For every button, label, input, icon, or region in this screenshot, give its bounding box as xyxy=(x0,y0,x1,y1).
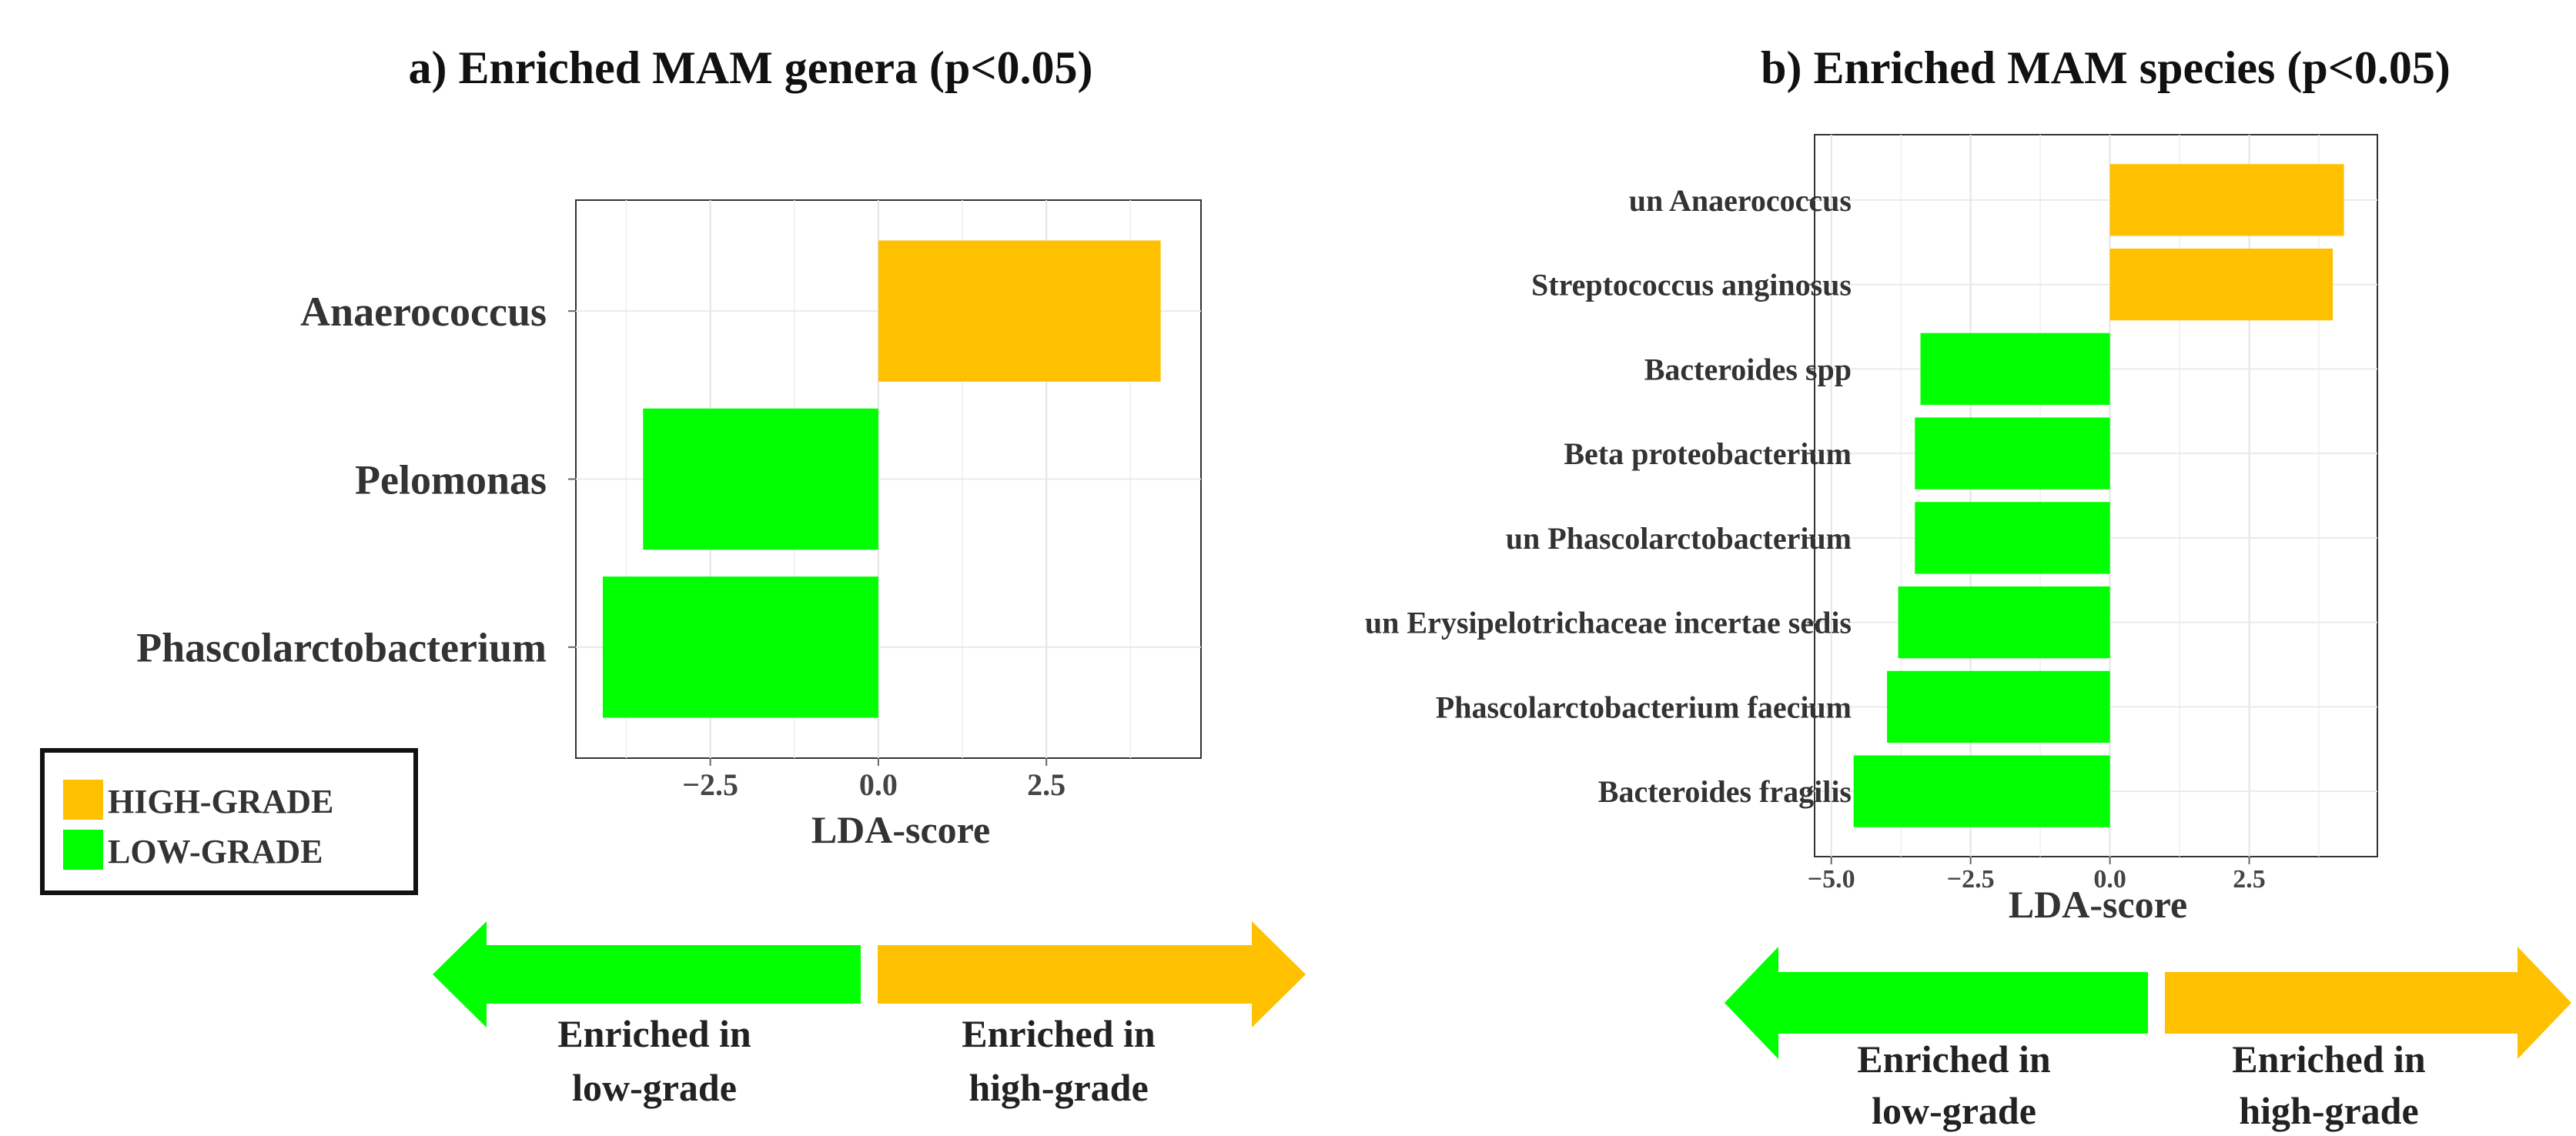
panel-b-category-label: Beta proteobacterium xyxy=(1564,436,1852,471)
panel-a-left-arrow-label-1: Enriched in xyxy=(557,1012,751,1055)
panel-a-category-label: Anaerococcus xyxy=(300,289,547,335)
panel-b-bar-2 xyxy=(2109,248,2333,321)
legend: HIGH-GRADE LOW-GRADE xyxy=(40,748,418,895)
panel-b-category-label: un Erysipelotrichaceae incertae sedis xyxy=(1365,606,1852,640)
legend-box xyxy=(40,748,418,895)
panel-a-x-tick-label: 2.5 xyxy=(1027,767,1066,802)
panel-a-x-tick-label: −2.5 xyxy=(682,767,738,802)
panel-b-left-arrow-label-1: Enriched in xyxy=(1857,1037,2051,1081)
panel-b-left-arrow-label-2: low-grade xyxy=(1872,1089,2036,1132)
panel-b-category-label: Bacteroides spp xyxy=(1644,352,1852,386)
panel-b-category-label: Phascolarctobacterium faecium xyxy=(1436,690,1852,724)
panel-b-right-arrow-label-2: high-grade xyxy=(2239,1089,2418,1132)
panel-a-category-label: Pelomonas xyxy=(355,456,547,503)
panel-b-bar-8 xyxy=(1853,755,2110,827)
panel-b-bar-1 xyxy=(2109,164,2344,236)
panel-b-bar-4 xyxy=(1915,417,2110,489)
panel-a-x-axis-label: LDA-score xyxy=(811,808,990,851)
panel-b-category-label: Streptococcus anginosus xyxy=(1531,268,1852,302)
panel-b-x-tick-label: −2.5 xyxy=(1947,865,1995,894)
panel-a-title: a) Enriched MAM genera (p<0.05) xyxy=(408,42,1092,93)
panel-a-bar-1 xyxy=(878,240,1161,382)
panel-a-right-arrow-label-1: Enriched in xyxy=(962,1012,1156,1055)
panel-b-arrows: Enriched in low-grade Enriched in high-g… xyxy=(1725,947,2571,1132)
panel-a-left-arrow xyxy=(433,921,861,1027)
panel-a-plot: AnaerococcusPelomonasPhascolarctobacteri… xyxy=(136,199,1202,802)
panel-b-title: b) Enriched MAM species (p<0.05) xyxy=(1761,42,2451,93)
panel-a-right-arrow-label-2: high-grade xyxy=(969,1066,1148,1109)
panel-b-right-arrow-label-1: Enriched in xyxy=(2232,1037,2426,1081)
panel-b-category-label: Bacteroides fragilis xyxy=(1598,774,1852,809)
panel-a-bar-2 xyxy=(643,408,878,550)
panel-a-x-tick-label: 0.0 xyxy=(859,767,898,802)
panel-b-category-label: un Phascolarctobacterium xyxy=(1506,521,1852,556)
panel-b-right-arrow xyxy=(2165,947,2571,1059)
panel-b-left-arrow xyxy=(1725,947,2148,1059)
panel-b-category-label: un Anaerococcus xyxy=(1629,183,1852,218)
panel-b-bar-3 xyxy=(1920,332,2110,406)
panel-b-bar-7 xyxy=(1887,670,2110,743)
panel-a-left-arrow-label-2: low-grade xyxy=(572,1066,737,1109)
panel-b-frame xyxy=(1814,134,2378,857)
panel-a-bar-3 xyxy=(602,576,878,718)
panel-a-category-label: Phascolarctobacterium xyxy=(136,625,547,671)
panel-b-bar-6 xyxy=(1898,586,2110,659)
legend-label-low: LOW-GRADE xyxy=(108,833,323,870)
panel-b-x-axis-label: LDA-score xyxy=(2009,883,2187,926)
panel-a-arrows: Enriched in low-grade Enriched in high-g… xyxy=(433,921,1306,1109)
panel-b-x-tick-label: 0.0 xyxy=(2093,865,2126,894)
legend-label-high: HIGH-GRADE xyxy=(108,783,333,820)
panel-b-x-tick-label: 2.5 xyxy=(2233,865,2266,894)
legend-swatch-low xyxy=(63,830,103,870)
panel-b-x-tick-label: −5.0 xyxy=(1808,865,1855,894)
legend-swatch-high xyxy=(63,780,103,820)
panel-b-bar-5 xyxy=(1915,502,2110,574)
panel-a-right-arrow xyxy=(878,921,1306,1027)
